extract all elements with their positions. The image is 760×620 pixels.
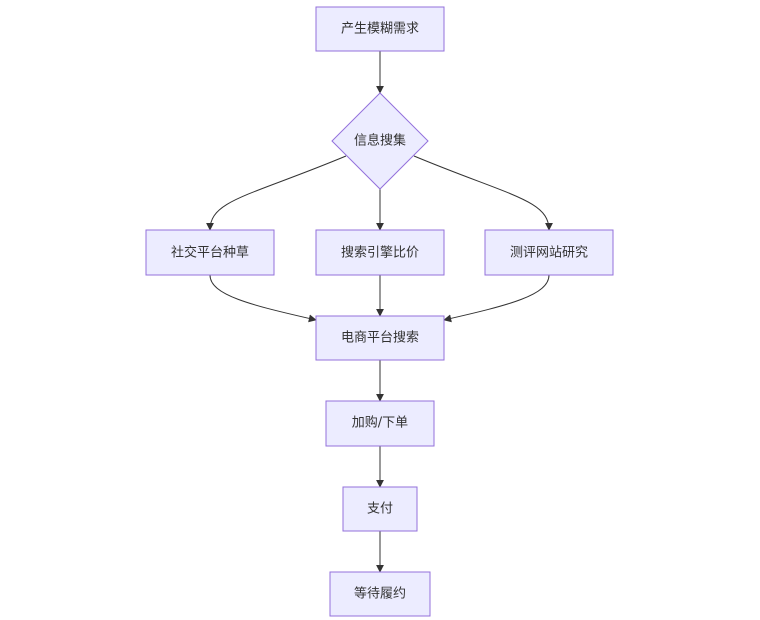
node-label: 支付 [367, 502, 393, 517]
node-label: 社交平台种草 [171, 245, 249, 261]
edge-info-search-to-review-site [413, 155, 553, 231]
flowchart-edges [206, 51, 553, 573]
edge-social-to-ecommerce [209, 274, 317, 323]
node-label: 测评网站研究 [510, 246, 588, 261]
node-search-engine[interactable]: 搜索引擎比价 [315, 229, 445, 276]
node-info-search[interactable]: 信息搜集 [331, 92, 429, 190]
node-label: 信息搜集 [354, 133, 406, 149]
node-review-site[interactable]: 测评网站研究 [484, 229, 614, 276]
node-label: 加购/下单 [352, 415, 408, 431]
node-social[interactable]: 社交平台种草 [145, 229, 275, 276]
node-fulfillment[interactable]: 等待履约 [329, 571, 431, 617]
node-label: 搜索引擎比价 [341, 246, 419, 261]
edge-info-search-to-social [206, 155, 347, 231]
node-label: 等待履约 [354, 586, 406, 602]
node-payment[interactable]: 支付 [342, 486, 418, 532]
edge-review-site-to-ecommerce [443, 274, 550, 323]
node-ecommerce[interactable]: 电商平台搜索 [315, 315, 445, 361]
node-label: 电商平台搜索 [341, 331, 419, 346]
node-cart-order[interactable]: 加购/下单 [325, 400, 435, 447]
node-label: 产生模糊需求 [341, 21, 419, 37]
node-need[interactable]: 产生模糊需求 [315, 6, 445, 52]
